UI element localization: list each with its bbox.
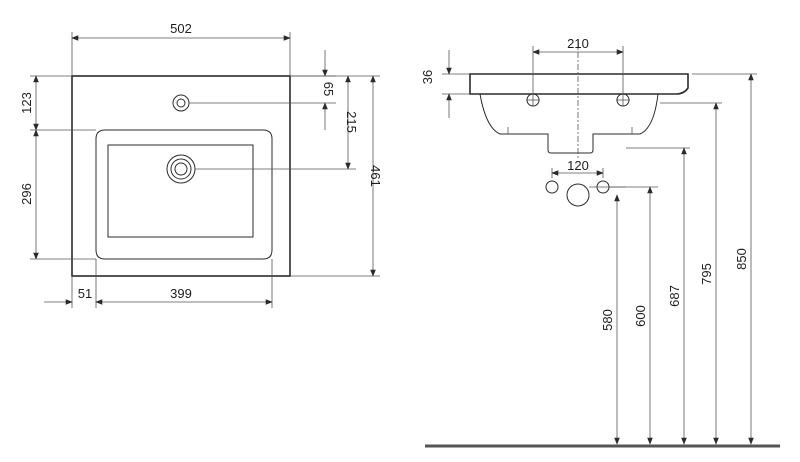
basin-outline <box>71 75 291 277</box>
dim-side-margin-label: 51 <box>78 286 92 301</box>
dim-rear-label: 123 <box>19 92 34 114</box>
dim-h850-label: 850 <box>734 248 749 270</box>
tap-hole-icon <box>172 94 190 112</box>
top-view: 502 123 296 65 215 461 51 399 <box>19 21 383 308</box>
dim-basin-width-label: 399 <box>170 286 192 301</box>
dim-h600-label: 600 <box>633 305 648 327</box>
supply-left-icon <box>545 180 559 194</box>
waste-outlet-icon <box>566 183 590 207</box>
side-view: 210 36 120 580 600 687 795 850 <box>420 36 780 448</box>
dim-tap-offset-label: 65 <box>321 82 336 96</box>
dim-supply-spacing-label: 120 <box>567 158 589 173</box>
dim-basin-depth-label: 296 <box>19 183 34 205</box>
bowl-outline <box>95 129 273 260</box>
dim-h795-label: 795 <box>699 263 714 285</box>
bowl-profile <box>479 93 659 154</box>
drain-ring <box>170 158 192 180</box>
dim-rim-height-label: 36 <box>420 70 435 84</box>
dim-depth-label: 461 <box>368 165 383 187</box>
dim-width-label: 502 <box>170 21 192 36</box>
tap-hole-inner <box>176 98 186 108</box>
dim-drain-offset-label: 215 <box>344 111 359 133</box>
rim-profile <box>469 73 689 95</box>
dim-h687-label: 687 <box>667 285 682 307</box>
dim-fixing-spacing-label: 210 <box>567 36 589 51</box>
bowl-floor <box>107 144 254 238</box>
dim-h580-label: 580 <box>600 309 615 331</box>
drain-inner <box>174 162 188 176</box>
